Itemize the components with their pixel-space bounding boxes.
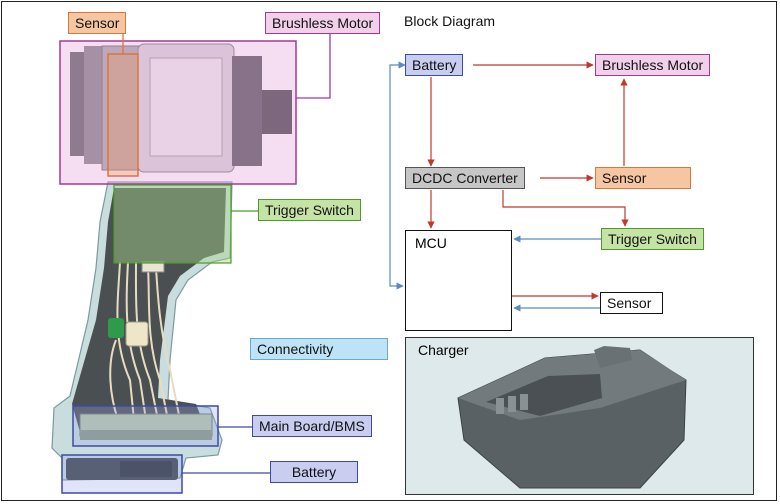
charger-illustration [457,346,687,489]
trigger-highlight [113,184,232,264]
main-board-highlight [72,405,219,447]
drill-motor-windings [149,57,223,157]
main-board-edge [80,430,212,440]
callout-battery: Battery [270,461,358,483]
node-sensor-mcu: Sensor [600,292,663,314]
battery-pack-latch [120,461,172,477]
connectivity-module [108,318,124,338]
callout-leaders [122,34,331,474]
node-brushless-motor: Brushless Motor [595,54,711,76]
callout-trigger-switch: Trigger Switch [258,199,361,221]
diagram-title: Block Diagram [404,13,496,29]
charger-label: Charger [418,342,469,358]
drill-rear-cap [84,46,102,164]
wire-connector [141,261,165,273]
callout-main-board: Main Board/BMS [252,415,372,437]
node-battery: Battery [405,54,464,76]
callout-connectivity: Connectivity [250,338,388,360]
battery-highlight [61,454,183,494]
charger-contact-3 [520,394,528,410]
drill-gear-housing [232,56,262,166]
node-mcu: MCU [405,230,512,331]
callout-sensor: Sensor [68,12,127,34]
motor-highlight [59,40,297,185]
node-trigger-switch: Trigger Switch [601,228,704,250]
callout-brushless-motor: Brushless Motor [265,12,381,34]
drill-bit-holder [262,90,292,134]
charger-rear-bump [594,346,632,368]
node-dcdc-converter: DCDC Converter [405,167,525,189]
capacitor-block [125,321,149,347]
drill-chuck-rear [70,52,84,156]
node-sensor-motor: Sensor [595,167,691,189]
node-mcu-label: MCU [415,235,447,251]
block-diagram-connectors [389,61,629,312]
sensor-highlight [107,53,139,177]
charger-contact-2 [508,396,516,412]
charger-contact-1 [496,398,504,414]
